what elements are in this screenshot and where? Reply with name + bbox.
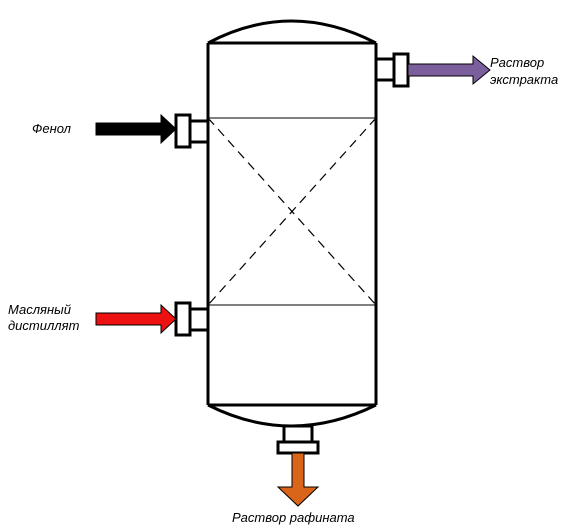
phenol-label: Фенол: [32, 121, 72, 136]
phenol-inlet-arrow: [95, 113, 177, 145]
oil-distillate-label-line1: Масляный: [8, 302, 71, 317]
packing-diagonal-2: [207, 117, 377, 306]
phenol-inlet-nozzle: [174, 113, 210, 149]
extract-solution-label-line2: экстракта: [490, 72, 558, 87]
extract-outlet-nozzle: [374, 52, 410, 88]
distillate-inlet-nozzle: [174, 301, 210, 337]
distillate-inlet-arrow: [95, 303, 177, 335]
raffinate-solution-label: Раствор рафината: [232, 510, 355, 525]
raffinate-outlet-arrow: [276, 452, 320, 507]
vessel-bottom-head: [207, 403, 377, 428]
packing-section: [207, 117, 377, 306]
extraction-column: [206, 19, 378, 428]
raffinate-outlet-nozzle: [276, 424, 320, 455]
vessel-top-head: [207, 19, 377, 45]
extract-solution-label-line1: Раствор: [490, 55, 544, 70]
extract-outlet-arrow: [407, 54, 491, 86]
oil-distillate-label-line2: дистиллят: [8, 318, 80, 333]
